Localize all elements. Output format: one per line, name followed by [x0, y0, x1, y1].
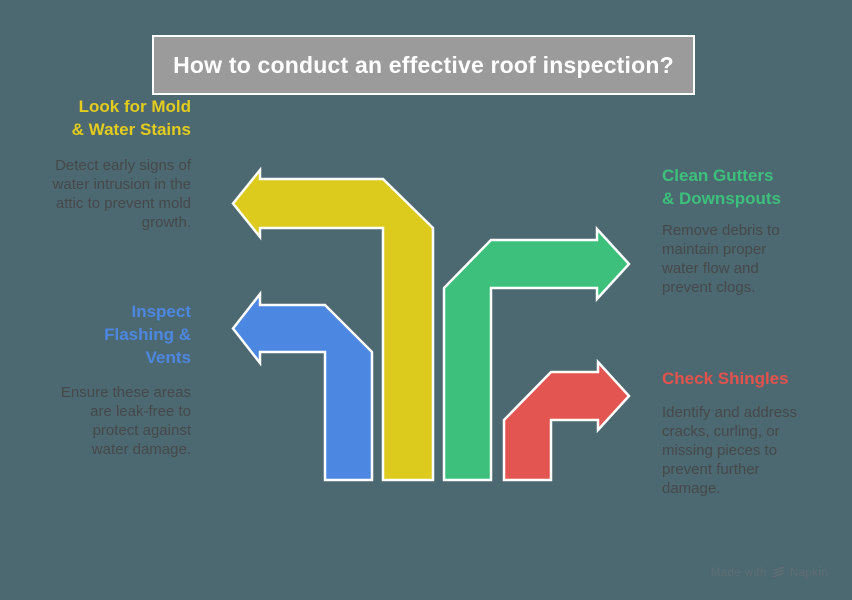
heading-line: Vents — [145, 348, 191, 367]
page-title: How to conduct an effective roof inspect… — [173, 51, 674, 78]
section-heading: Check Shingles — [662, 367, 807, 390]
section-check-shingles: Check Shingles Identify and address crac… — [662, 367, 807, 498]
section-inspect-flashing-vents: Inspect Flashing & Vents Ensure these ar… — [56, 300, 191, 459]
watermark-brand: Napkin — [789, 566, 828, 579]
section-body: Identify and address cracks, curling, or… — [662, 404, 798, 497]
napkin-logo-icon — [772, 566, 784, 578]
heading-line: Look for Mold — [78, 97, 191, 116]
heading-line: & Water Stains — [71, 120, 191, 139]
section-heading: Inspect Flashing & Vents — [56, 300, 191, 369]
left-arrow-yellow-icon — [231, 166, 435, 482]
section-body: Remove debris to maintain proper water f… — [662, 222, 780, 296]
section-body: Ensure these areas are leak-free to prot… — [60, 384, 191, 458]
right-arrow-red-icon — [502, 358, 631, 482]
made-with-napkin-link[interactable]: Made with Napkin — [711, 566, 828, 579]
section-clean-gutters-downspouts: Clean Gutters & Downspouts Remove debris… — [662, 164, 797, 297]
right-arrow-green-icon — [442, 225, 631, 482]
heading-line: Clean Gutters — [662, 166, 774, 185]
section-heading: Look for Mold & Water Stains — [41, 95, 191, 141]
left-arrow-blue-icon — [231, 290, 374, 482]
heading-line: & Downspouts — [662, 189, 781, 208]
heading-line: Check Shingles — [662, 369, 789, 388]
section-look-for-mold: Look for Mold & Water Stains Detect earl… — [41, 95, 191, 232]
watermark-prefix: Made with — [710, 566, 767, 579]
heading-line: Flashing & — [104, 325, 191, 344]
section-body: Detect early signs of water intrusion in… — [52, 157, 191, 231]
title-box: How to conduct an effective roof inspect… — [152, 35, 695, 95]
heading-line: Inspect — [131, 302, 191, 321]
section-heading: Clean Gutters & Downspouts — [662, 164, 797, 210]
